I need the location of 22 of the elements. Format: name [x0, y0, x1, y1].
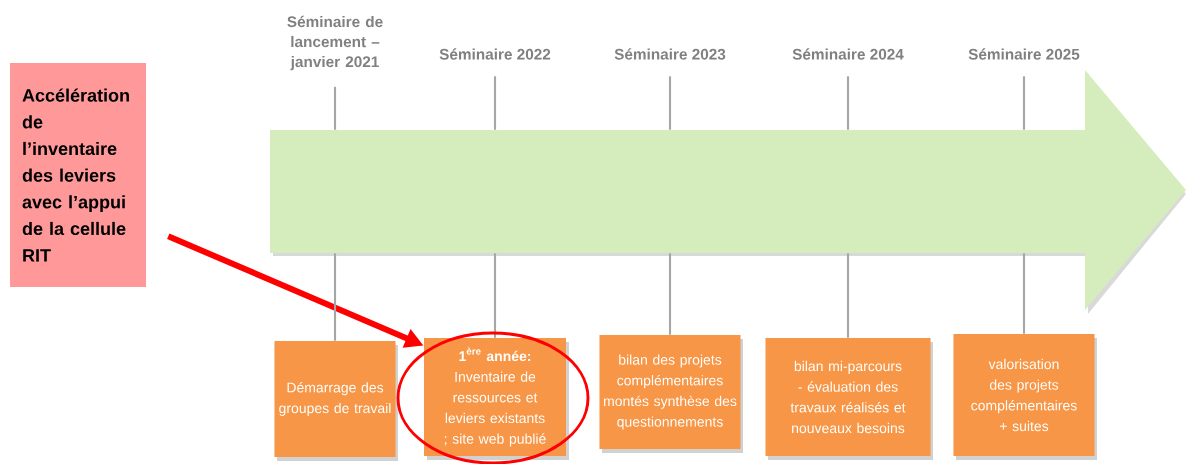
milestone-box: $\text{1}^{\text{ère}}\text{ année:}$ Inventaire de ressources et leviers existants ; site web publié: [424, 338, 569, 460]
milestone-box: Démarrage des groupes de travail: [274, 341, 398, 461]
tick-line: [1022, 253, 1026, 334]
tick-line: [333, 253, 337, 341]
tick-line: [668, 253, 672, 335]
tick-line: [333, 86, 337, 130]
note-box: Accélération de l’inventaire des leviers avec l’appui de la cellule RIT: [10, 63, 146, 287]
milestone-box: valorisation des projets complémentaires + suites: [953, 334, 1097, 460]
seminar-label: Séminaire 2024: [792, 48, 904, 60]
seminar-label: Séminaire 2023: [614, 48, 726, 60]
tick-line: [493, 253, 497, 338]
timeline-arrow: [270, 70, 1186, 314]
seminar-label: Séminaire 2025: [968, 48, 1080, 60]
tick-line: [668, 76, 672, 130]
tick-line: [846, 76, 850, 130]
seminar-label: Séminaire de lancement – janvier 2021: [287, 15, 383, 71]
tick-line: [493, 76, 497, 130]
milestone-box: bilan mi-parcours - évaluation des travaux réalisés et nouveaux besoins: [765, 338, 933, 460]
milestone-box: bilan des projets complémentaires montés synthèse des questionnements: [599, 335, 743, 453]
tick-line: [1022, 76, 1026, 130]
tick-line: [846, 253, 850, 338]
seminar-label: Séminaire 2022: [439, 48, 551, 60]
